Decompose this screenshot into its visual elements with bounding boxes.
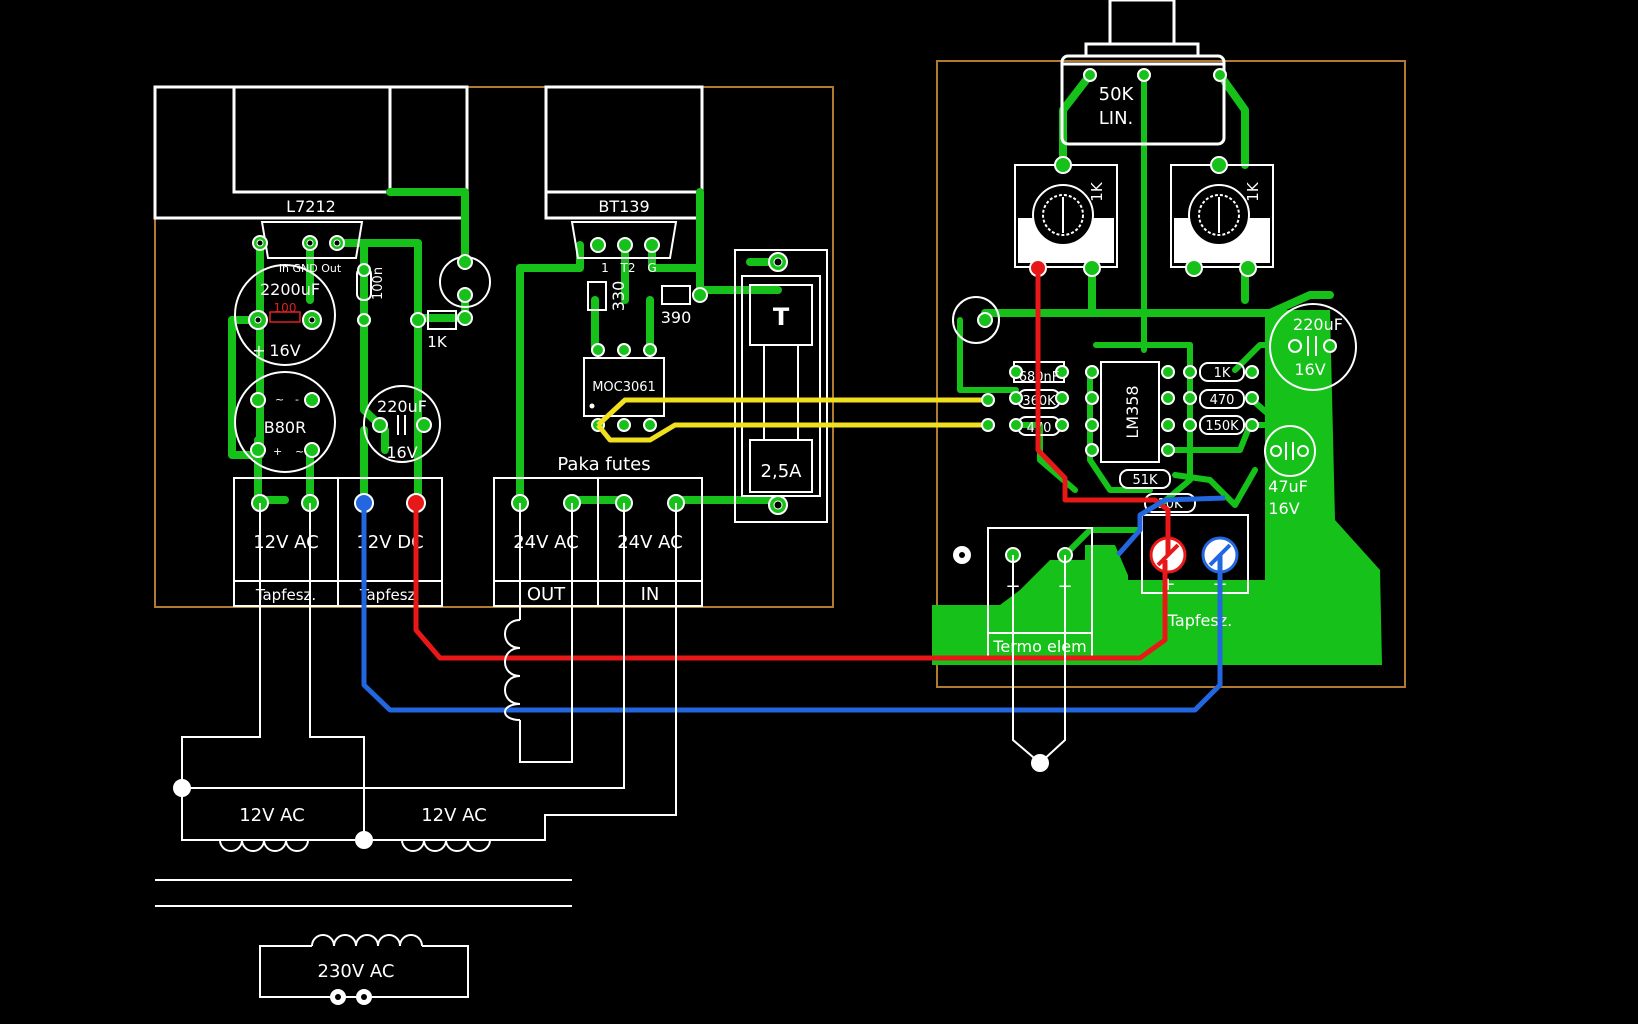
resistor-100-label: 100 xyxy=(274,301,297,315)
potentiometer-50k xyxy=(1060,0,1227,146)
resistor-330 xyxy=(587,281,607,311)
resistor-330-label: 330 xyxy=(609,281,628,312)
fuse-type-label: T xyxy=(773,303,790,331)
capacitor-2200uf xyxy=(234,264,336,366)
capacitor-220uf-left xyxy=(363,385,441,463)
cap-220-left-voltage: 16V xyxy=(386,443,417,462)
junction-dot-2 xyxy=(355,831,373,849)
terminal-12vdc-sub: Tapfesz. xyxy=(359,586,420,604)
secondary-2-label: 12V AC xyxy=(421,805,487,826)
primary-label: 230V AC xyxy=(318,961,395,982)
secondary-coil-1 xyxy=(219,839,309,852)
primary-terminal-1-hole xyxy=(335,994,341,1000)
resistor-390 xyxy=(661,285,708,305)
supply-label: Tapfesz. xyxy=(1167,611,1232,630)
mounting-hole-center xyxy=(959,552,965,558)
left-board-tracks xyxy=(228,188,782,504)
transformer-wiring xyxy=(181,503,1066,841)
terminal-24vac-out-label: 24V AC xyxy=(513,532,579,553)
regulator-part-label: L7212 xyxy=(286,197,336,216)
small-connector-right xyxy=(952,296,1000,344)
terminal-12vac-label: 12V AC xyxy=(253,532,319,553)
triac-package xyxy=(570,221,678,259)
cap-220-left-value: 220uF xyxy=(377,397,427,416)
terminal-24vac-in-label: 24V AC xyxy=(617,532,683,553)
wire-red-board xyxy=(1035,268,1171,555)
thermocouple-junction xyxy=(1031,754,1049,772)
resistor-470b-label: 470 xyxy=(1210,393,1235,408)
resistor-1k-left xyxy=(410,310,457,330)
fuse-rating-label: 2,5A xyxy=(761,461,803,482)
cap-2200-value: 2200uF xyxy=(260,280,320,299)
secondary-1-label: 12V AC xyxy=(239,805,305,826)
wire-blue-board xyxy=(1116,495,1226,557)
terminal-24vac-in-sub: IN xyxy=(641,584,660,605)
heater-label: Paka futes xyxy=(557,454,650,475)
cap-100n-label: 100n xyxy=(371,267,386,300)
resistor-390-label: 390 xyxy=(661,308,692,327)
regulator-heatsink xyxy=(153,85,469,220)
cap-47-value: 47uF xyxy=(1268,477,1308,496)
right-board-outline xyxy=(936,60,1406,688)
terminal-12vac-sub: Tapfesz. xyxy=(255,586,316,604)
cap-47-voltage: 16V xyxy=(1268,499,1299,518)
resistor-1k-left-label: 1K xyxy=(427,333,448,351)
optocoupler-part-label: MOC3061 xyxy=(592,380,656,395)
cap-220-right-voltage: 16V xyxy=(1294,360,1325,379)
small-connector-left xyxy=(439,254,491,326)
triac-pin-1: 1 xyxy=(601,261,609,275)
capacitor-47uf xyxy=(1264,425,1316,477)
cap-2200-voltage: 16V xyxy=(269,341,300,360)
wire-red-supply xyxy=(413,503,1168,661)
pot-type: LIN. xyxy=(1099,108,1134,129)
trimmer-left xyxy=(1014,156,1118,277)
wire-yellow-1 xyxy=(596,397,988,427)
terminal-24vac-out-sub: OUT xyxy=(527,584,566,605)
pot-value: 50K xyxy=(1099,84,1135,105)
cap-2200-plus-sign: + xyxy=(252,341,265,360)
triac-pin-g: G xyxy=(647,261,656,275)
termo-label: Termo elem xyxy=(992,637,1086,656)
bridge-mark-4: ~ xyxy=(295,445,304,458)
wire-blue-supply xyxy=(361,503,1223,713)
capacitor-220uf-right xyxy=(1269,303,1357,391)
bridge-mark-2: - xyxy=(295,393,299,406)
optocoupler-ic xyxy=(583,343,665,432)
opamp-part-label: LM358 xyxy=(1123,385,1142,438)
bridge-mark-3: + xyxy=(273,445,282,458)
resistor-51k-label: 51K xyxy=(1132,473,1158,488)
yellow-wire-pad-1 xyxy=(981,393,995,407)
resistor-network-left xyxy=(1009,361,1069,436)
bridge-part-label: B80R xyxy=(264,418,306,437)
opamp-ic xyxy=(1085,361,1175,463)
trimmer-right-label: 1K xyxy=(1244,181,1262,202)
wire-yellow-2 xyxy=(596,422,988,443)
resistor-network-right xyxy=(1119,362,1259,513)
terminal-12vdc-label: 12V DC xyxy=(356,532,423,553)
regulator-package xyxy=(252,221,364,259)
trimmer-left-label: 1K xyxy=(1088,181,1106,202)
junction-dot-1 xyxy=(173,779,191,797)
resistor-1k-right-label: 1K xyxy=(1214,366,1231,381)
triac-part-label: BT139 xyxy=(598,197,649,216)
bridge-rectifier xyxy=(234,371,336,473)
yellow-wire-pad-2 xyxy=(981,418,995,432)
primary-terminal-2-hole xyxy=(361,994,367,1000)
resistor-150k-label: 150K xyxy=(1205,419,1239,434)
ground-pour xyxy=(932,310,1382,665)
triac-pin-t2: T2 xyxy=(620,261,636,275)
heater-coil xyxy=(504,619,521,721)
trimmer-right xyxy=(1170,156,1274,277)
capacitor-100n xyxy=(356,263,372,327)
bridge-mark-1: ~ xyxy=(275,393,284,406)
secondary-coil-2 xyxy=(401,839,491,852)
cap-220-right-value: 220uF xyxy=(1293,315,1343,334)
